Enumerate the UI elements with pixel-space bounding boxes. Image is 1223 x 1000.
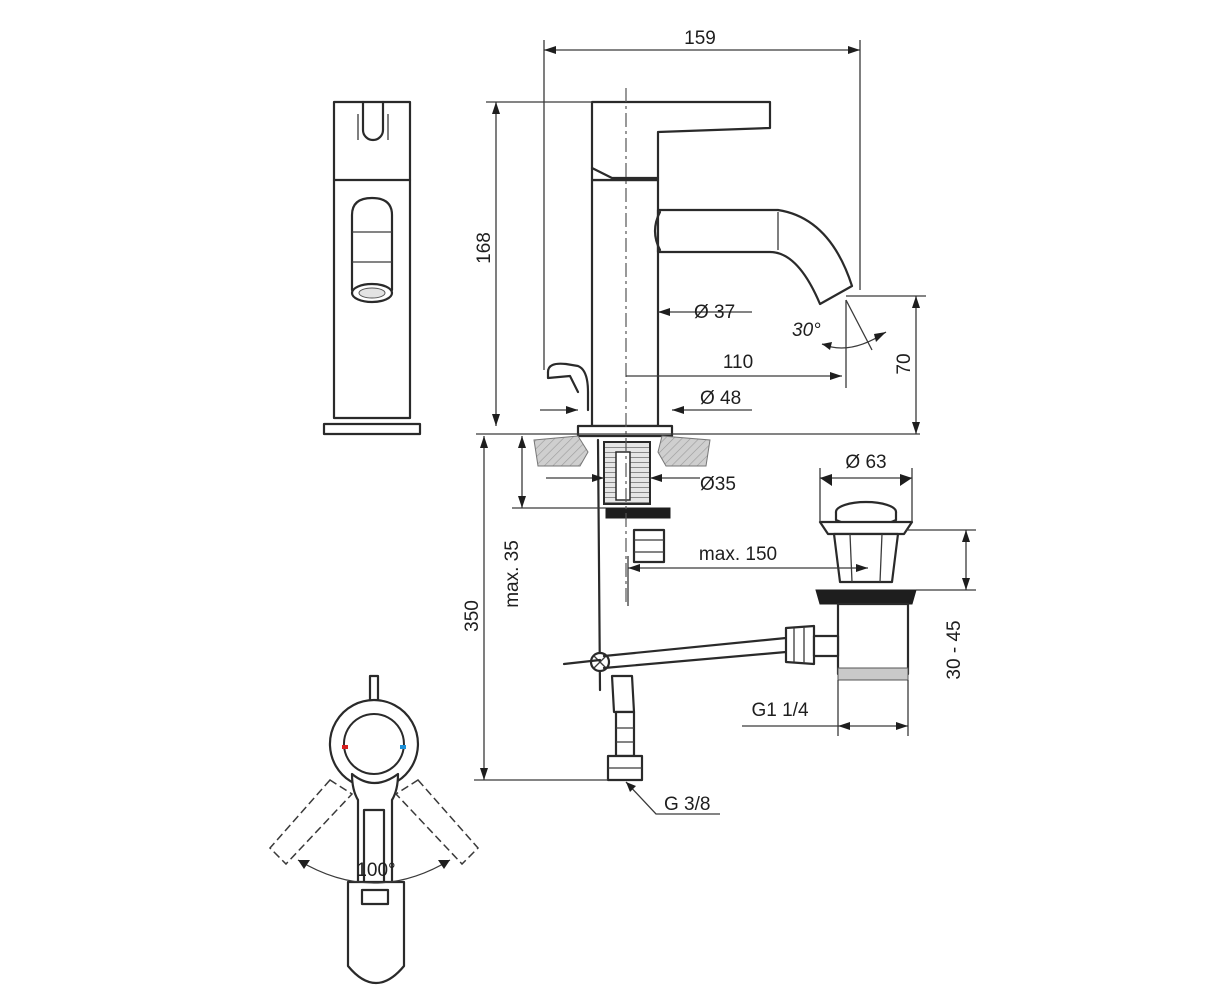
side-view [533,88,854,782]
lever-position-right [394,779,480,866]
supply-hose [610,674,636,714]
waste-nut [815,589,917,605]
waste-flange [818,520,914,536]
top-view-spout [346,880,406,984]
front-view-base [322,422,422,436]
dim-body-diameter: Ø 37 [694,302,735,323]
front-view-body [332,100,412,420]
fixing-nut [605,507,671,519]
countertop-left [533,435,589,467]
lever-position-left [268,779,354,866]
top-view [268,674,480,984]
front-view-spout [350,196,394,292]
dim-spout-height: 70 [894,353,915,374]
dim-spout-angle: 30° [792,320,821,341]
dim-hose-length: 350 [462,600,483,632]
side-view-spout [656,208,854,306]
waste-side-nut [784,624,816,666]
side-view-base [576,424,674,438]
pull-rod [596,438,602,692]
pop-up-knob [546,362,590,412]
link-bar [602,636,788,670]
dim-handle-rotation: 100° [356,860,395,881]
side-view-lever [590,100,772,182]
dim-rod-reach: max. 150 [699,544,777,565]
front-view [322,100,422,436]
dimension-labels: 159 168 Ø 37 30° 110 70 Ø 48 Ø35 max. 35… [356,28,965,881]
waste-body [836,602,910,676]
dim-waste-range: 30 - 45 [944,620,965,679]
side-view-body [590,178,660,428]
waste-assembly [784,500,917,681]
dim-height-total: 168 [474,232,495,264]
dim-base-diameter: Ø 48 [700,388,741,409]
lower-connector [632,528,666,564]
countertop-right [657,435,711,467]
dim-width-total: 159 [684,28,716,49]
dim-waste-diameter: Ø 63 [845,452,886,473]
front-view-lever-slot [361,100,385,142]
dim-max-deck: max. 35 [502,540,523,608]
dim-spout-reach: 110 [723,352,753,373]
dim-hole-diameter: Ø35 [700,474,736,495]
dim-supply-thread: G 3/8 [664,794,710,815]
dim-waste-thread: G1 1/4 [751,700,808,721]
dimension-lines [474,40,976,815]
